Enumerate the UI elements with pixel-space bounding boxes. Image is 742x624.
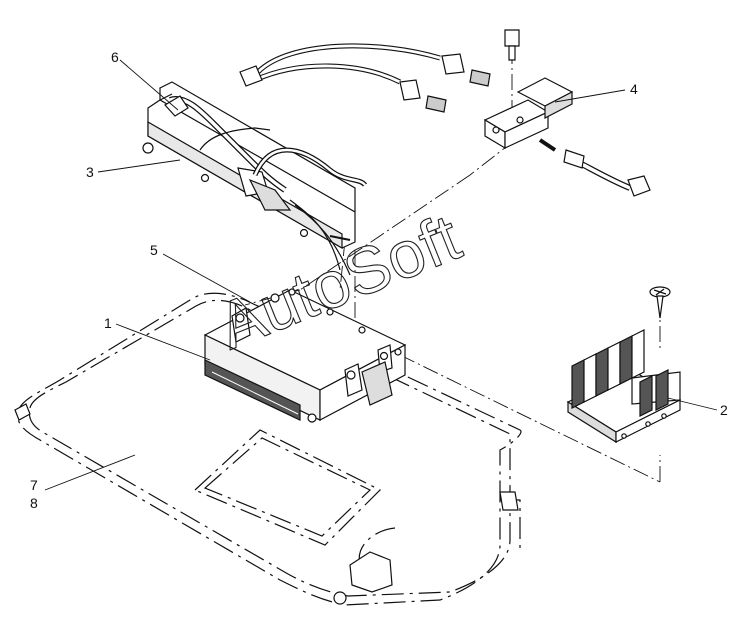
- callout-4: 4: [630, 81, 638, 97]
- control-module: [203, 288, 407, 423]
- callout-8: 8: [30, 495, 38, 511]
- callout-3: 3: [86, 164, 94, 180]
- leader-lines: [44, 59, 718, 491]
- callout-6: 6: [111, 49, 119, 65]
- callout-labels: 6 3 5 1 4 2 7 8: [30, 49, 728, 511]
- valve-assembly: [239, 29, 651, 197]
- side-rail-assembly: [142, 81, 368, 276]
- frame-tube-end: [14, 403, 31, 421]
- frame-clip-left: [349, 551, 393, 593]
- heat-sink: [566, 286, 682, 444]
- frame-bolt: [333, 591, 347, 605]
- callout-2: 2: [720, 402, 728, 418]
- callout-1: 1: [104, 315, 112, 331]
- callout-7: 7: [30, 477, 38, 493]
- callout-5: 5: [150, 242, 158, 258]
- frame-clip-right: [499, 491, 519, 511]
